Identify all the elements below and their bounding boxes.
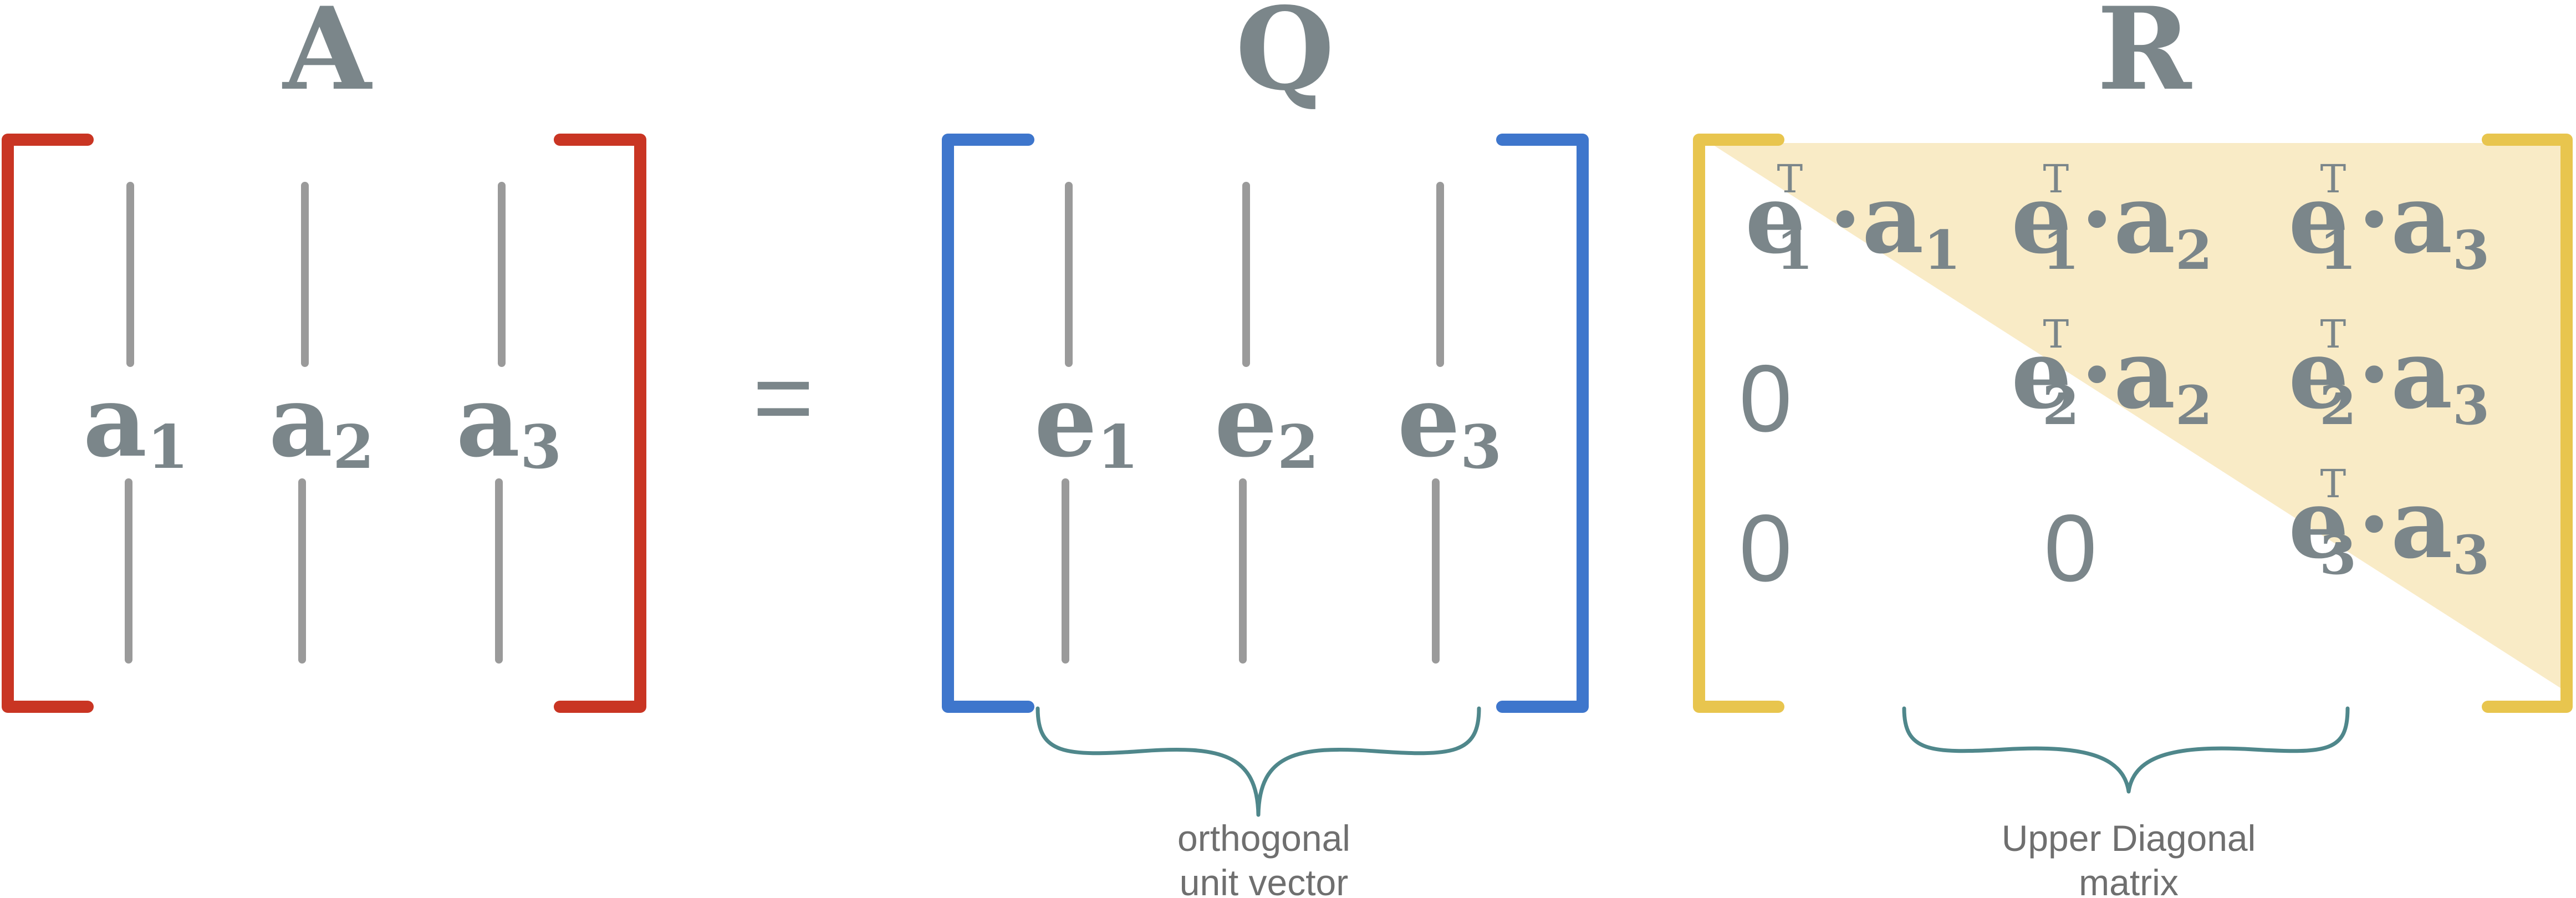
matrix-a-column-3: a3	[456, 182, 562, 664]
e-1-base: e	[1034, 363, 1097, 479]
r-annotation-line-2: matrix	[2079, 862, 2179, 898]
a-2-subscript: 2	[333, 412, 374, 482]
q-brace-icon	[1035, 706, 1481, 817]
matrix-a-right-bracket	[554, 134, 646, 713]
matrix-r-right-bracket	[2482, 134, 2573, 713]
a-1-base: a	[83, 363, 147, 479]
e-3-subscript: 3	[1460, 412, 1502, 482]
equals-sign: =	[753, 339, 814, 456]
e-3-base: e	[1397, 363, 1460, 479]
r-brace-icon	[1902, 706, 2350, 794]
matrix-q-column-2: e2	[1215, 182, 1319, 664]
e-2-subscript: 2	[1277, 412, 1319, 482]
svg-text:a2: a2	[269, 363, 375, 482]
matrix-q-left-bracket	[942, 134, 1034, 713]
a-3-base: a	[456, 363, 520, 479]
svg-text:a3: a3	[456, 363, 562, 482]
q-annotation-line-1: orthogonal	[1177, 818, 1350, 859]
svg-text:e2: e2	[1215, 363, 1319, 482]
r-entry-3-1: 0	[1739, 495, 1792, 601]
matrix-r-left-bracket	[1693, 134, 1784, 713]
a-1-subscript: 1	[147, 412, 188, 482]
title-r: R	[2097, 0, 2192, 116]
matrix-q-column-1: e1	[1034, 182, 1139, 664]
matrix-a-left-bracket	[2, 134, 94, 713]
r-annotation-line-1: Upper Diagonal	[2002, 818, 2256, 859]
a-3-subscript: 3	[520, 412, 562, 482]
q-annotation-line-2: unit vector	[1180, 862, 1348, 898]
r-entry-2-1: 0	[1739, 345, 1792, 452]
a-2-base: a	[269, 363, 333, 479]
e-1-subscript: 1	[1097, 412, 1139, 482]
matrix-a-column-1: a1	[83, 182, 189, 664]
title-q: Q	[1236, 0, 1335, 116]
matrix-a-column-2: a2	[269, 182, 375, 664]
r-entry-3-2: 0	[2044, 495, 2097, 601]
svg-text:e1: e1	[1034, 363, 1139, 482]
upper-triangle-highlight	[1710, 143, 2564, 690]
matrix-q-column-3: e3	[1397, 182, 1502, 664]
e-2-base: e	[1215, 363, 1277, 479]
svg-text:a1: a1	[83, 363, 189, 482]
matrix-q-right-bracket	[1496, 134, 1589, 713]
svg-text:e3: e3	[1397, 363, 1502, 482]
title-a: A	[282, 0, 373, 116]
